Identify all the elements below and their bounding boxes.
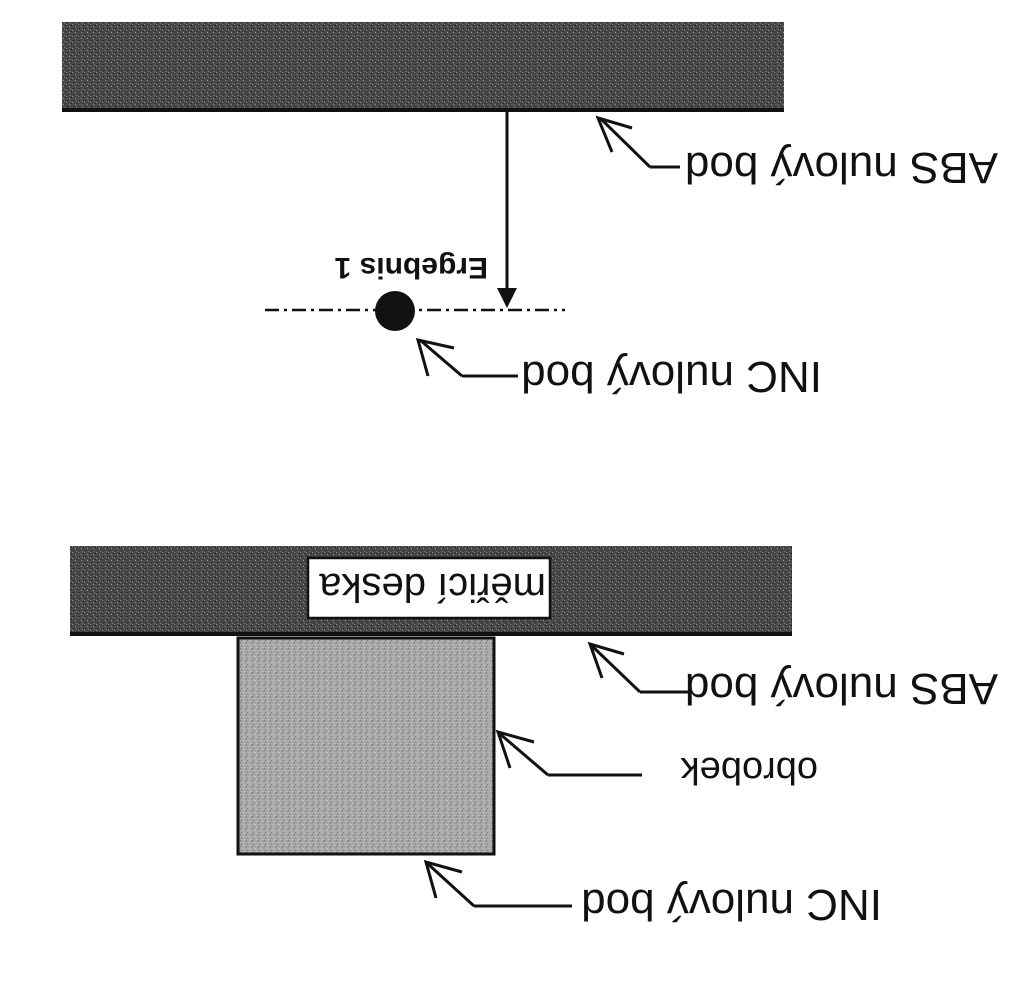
label-result: Ergebnis 1 <box>335 251 488 284</box>
top-table-bar <box>62 22 784 108</box>
leader-arrow-inc-bottom <box>423 859 572 908</box>
label-abs-bottom: ABS nulový bod <box>685 664 998 713</box>
label-inc-bottom: INC nulový bod <box>581 880 882 929</box>
inc-reference-dot <box>375 291 415 331</box>
measuring-board-box <box>306 556 552 620</box>
leader-arrow-abs-bottom <box>587 641 692 694</box>
measure-arrow-head <box>497 288 517 308</box>
bottom-diagram: měřicí deska ABS nulový <box>70 546 998 929</box>
label-workpiece: obrobek <box>680 749 818 791</box>
leader-arrow-inc-top <box>415 337 518 378</box>
label-inc-top: INC nulový bod <box>521 352 822 401</box>
label-abs-top: ABS nulový bod <box>685 143 998 192</box>
label-measuring-board: měřicí deska <box>319 565 546 609</box>
top-diagram: ABS nulový bod Ergebnis 1 INC nulový bod <box>62 22 998 401</box>
leader-arrow-workpiece <box>495 729 642 777</box>
leader-arrow-abs-top <box>595 115 680 169</box>
workpiece-box <box>236 636 496 856</box>
